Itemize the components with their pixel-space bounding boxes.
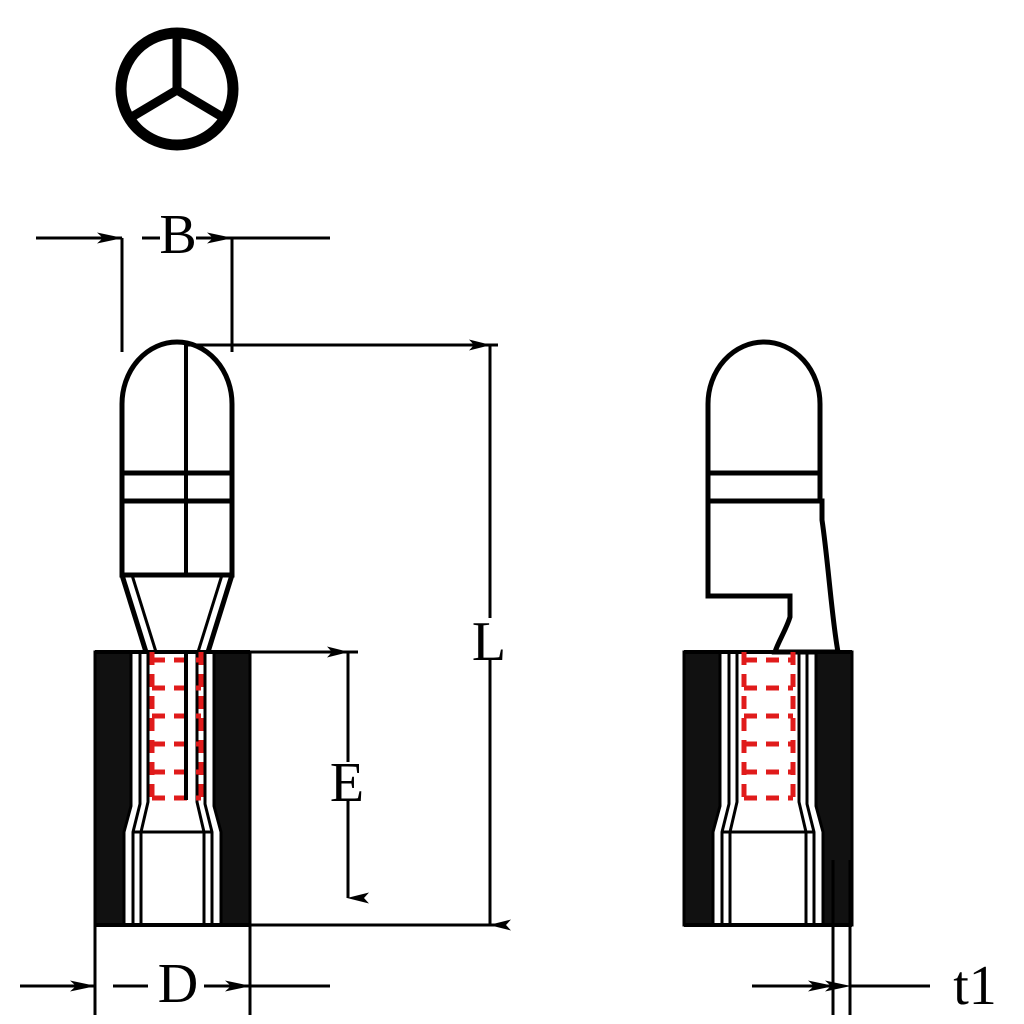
crimp-barrel-hatch	[149, 652, 204, 801]
collar-band-side	[705, 470, 823, 504]
collar-band	[119, 470, 235, 504]
dimension-label-l: L	[472, 611, 506, 673]
dimension-l: L	[186, 339, 511, 931]
cylindrical-body	[119, 498, 235, 578]
crimp-barrel-hatch-side	[741, 652, 796, 801]
dimension-label-b: B	[159, 204, 196, 266]
projection-symbol-icon	[115, 27, 239, 151]
dimension-label-t1: t1	[953, 955, 997, 1017]
insulation-sleeve-left-wall	[93, 650, 133, 927]
insulation-sleeve-right-wall	[212, 650, 252, 927]
front-view	[93, 339, 252, 927]
dimension-d: D	[20, 925, 330, 1015]
dimension-b: B	[36, 204, 330, 352]
dimension-label-d: D	[158, 953, 198, 1015]
insulation-sleeve-left-wall-side	[682, 650, 722, 927]
side-view	[682, 339, 854, 927]
flat-blade	[705, 498, 842, 655]
dimension-label-e: E	[330, 752, 364, 814]
dimension-t1: t1	[752, 860, 997, 1017]
dimension-e: E	[221, 646, 369, 904]
